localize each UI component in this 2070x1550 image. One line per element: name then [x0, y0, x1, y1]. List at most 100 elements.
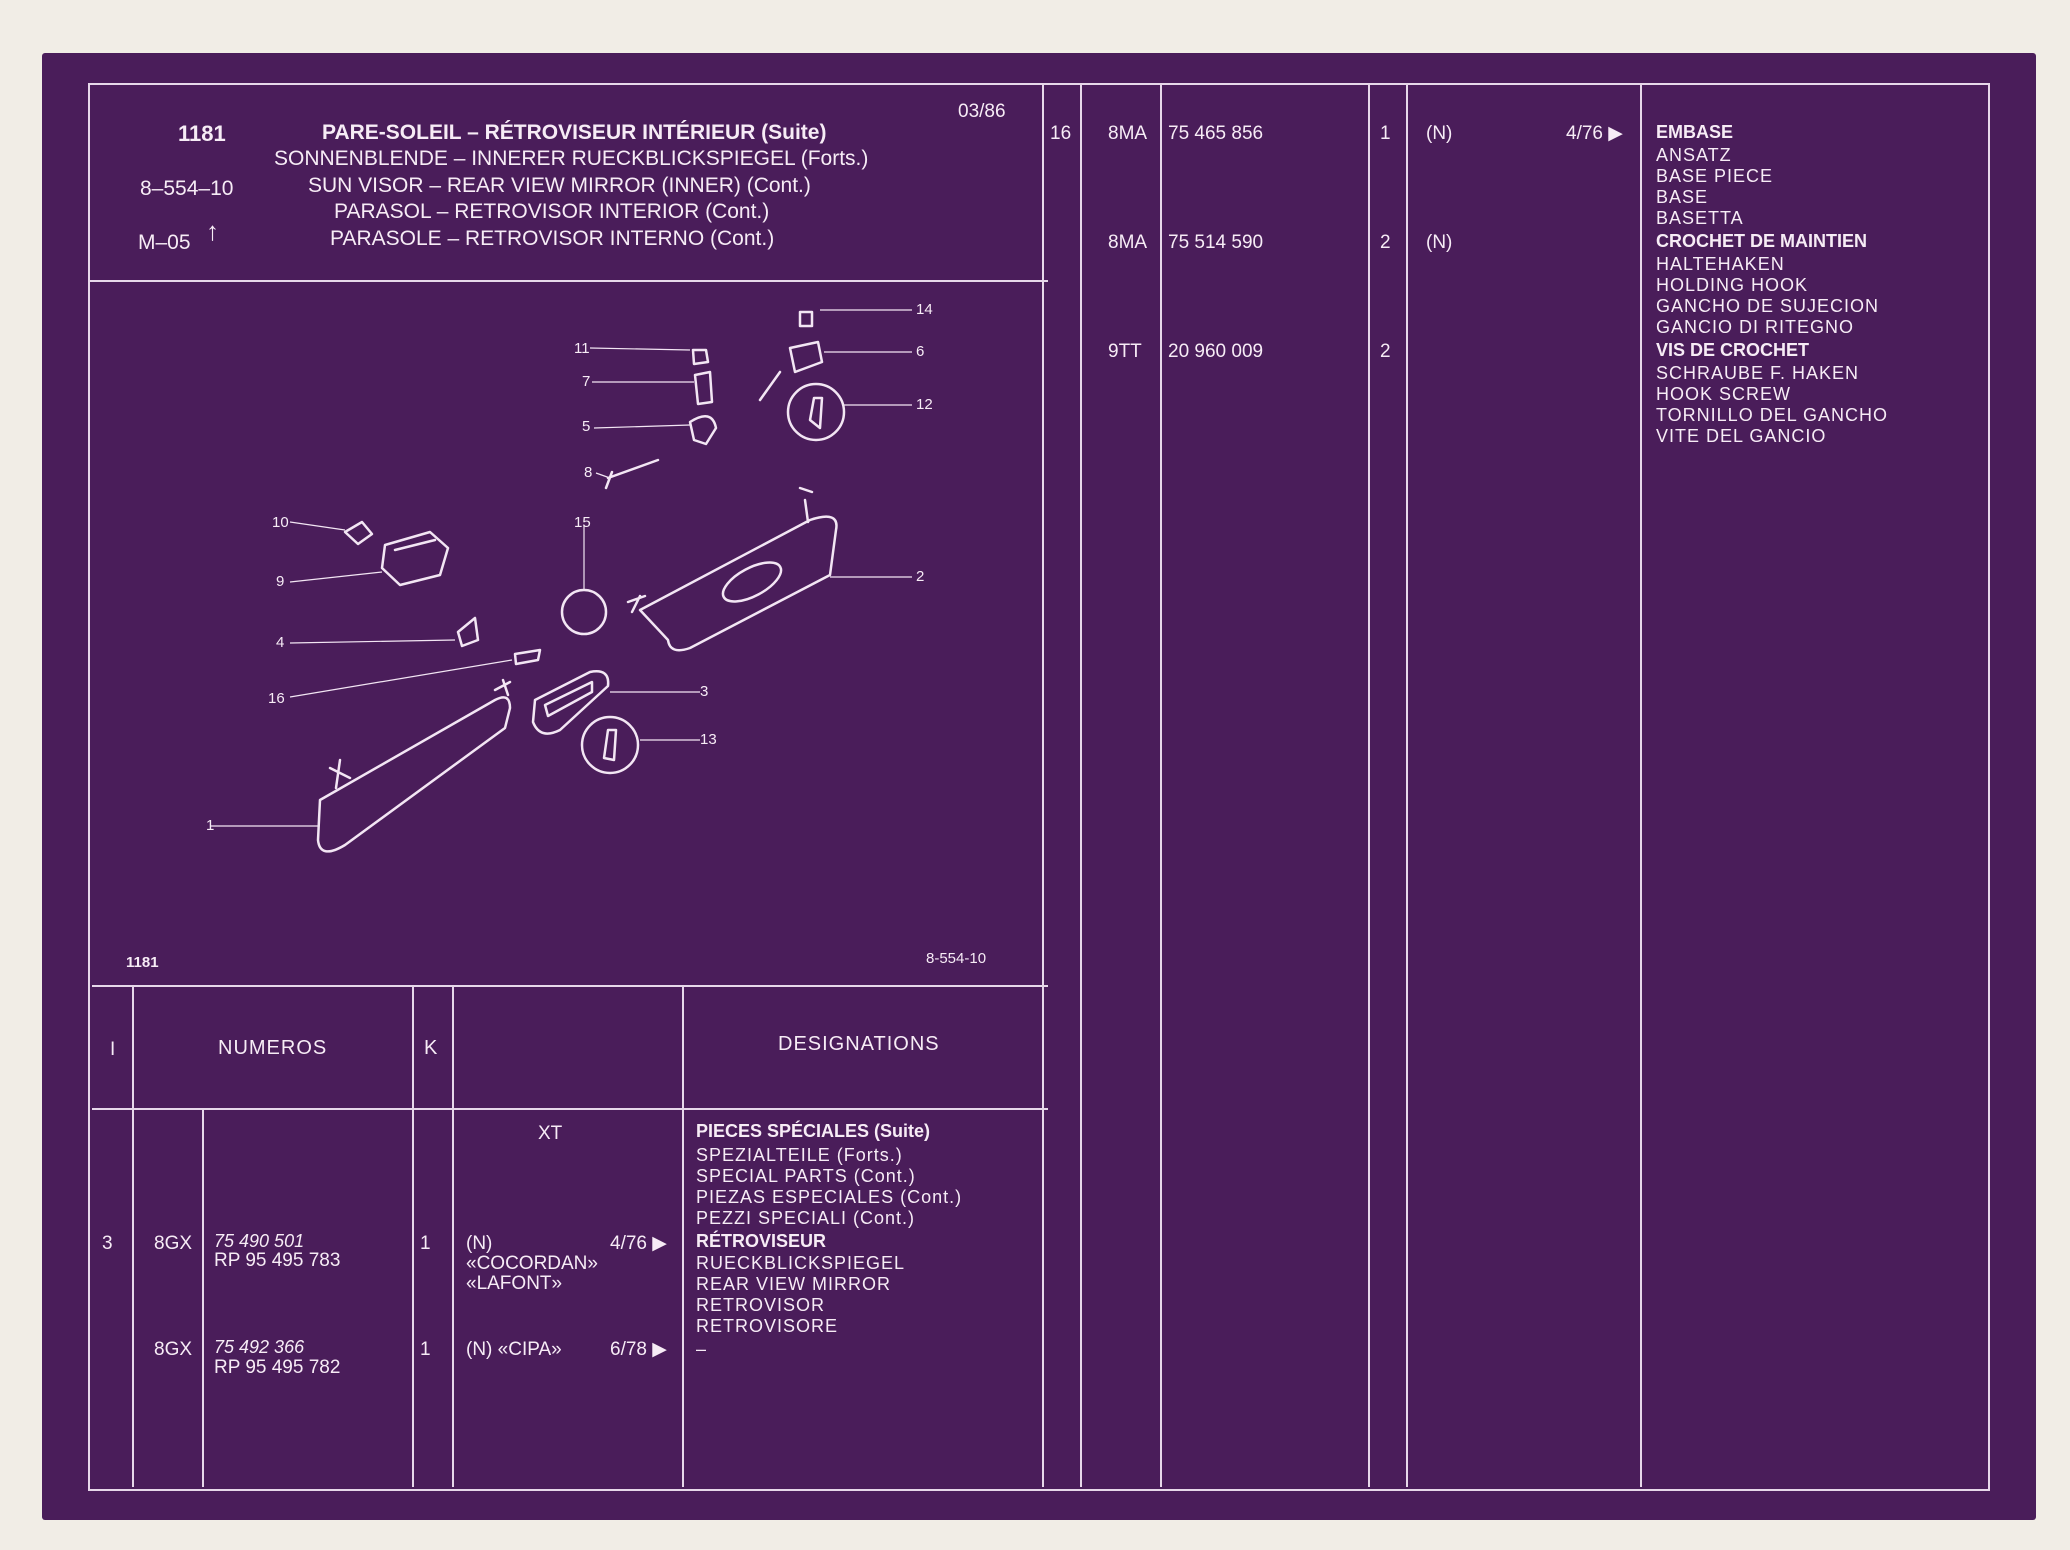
part-16 — [513, 648, 542, 666]
illustration-caption-left: 1181 — [126, 954, 159, 971]
callout-12: 12 — [916, 396, 933, 413]
part-11 — [691, 348, 710, 366]
callout-7: 7 — [582, 373, 591, 390]
illustration-caption-right: 8-554-10 — [926, 950, 987, 967]
section-title-it: PEZZI SPECIALI (Cont.) — [696, 1208, 916, 1228]
row2-rp: RP 95 495 782 — [214, 1357, 341, 1378]
row1-note-1: (N) — [466, 1233, 493, 1254]
left-col-desc — [682, 985, 684, 1487]
m-reference: M–05 — [138, 231, 191, 254]
rrow1-item: 16 — [1050, 123, 1072, 144]
rrow1-date: 4/76 ▶ — [1566, 123, 1623, 144]
row1-rp: RP 95 495 783 — [214, 1250, 341, 1271]
row1-number: 75 490 501 — [214, 1231, 305, 1251]
callout-1: 1 — [206, 817, 215, 834]
left-col-k-b — [452, 985, 454, 1487]
rrow3-desc-es: TORNILLO DEL GANCHO — [1656, 405, 1889, 425]
part-7 — [693, 370, 714, 406]
rrow3-qty: 2 — [1380, 341, 1391, 362]
row2-date: 6/78 ▶ — [610, 1339, 667, 1360]
title-fr: PARE-SOLEIL – RÉTROVISEUR INTÉRIEUR (Sui… — [322, 121, 827, 144]
col-header-i: I — [110, 1039, 116, 1060]
row1-desc-it: RETROVISORE — [696, 1316, 839, 1336]
microfiche-frame — [42, 53, 2036, 1520]
part-12-circle — [786, 382, 846, 442]
row1-note-3: «LAFONT» — [466, 1273, 563, 1294]
section-title-de: SPEZIALTEILE (Forts.) — [696, 1145, 903, 1165]
part-4 — [456, 616, 480, 648]
row1-code: 8GX — [154, 1233, 193, 1254]
group-number: 1181 — [178, 121, 226, 146]
col-header-k: K — [424, 1037, 438, 1059]
callout-2: 2 — [916, 568, 925, 585]
parts-sheet — [88, 83, 1990, 1491]
right-col-qty-a — [1368, 83, 1370, 1487]
reference-number: 8–554–10 — [140, 177, 234, 200]
rrow1-desc-fr: EMBASE — [1656, 122, 1734, 142]
rrow1-desc-es: BASE — [1656, 187, 1709, 207]
section-title-es: PIEZAS ESPECIALES (Cont.) — [696, 1187, 963, 1207]
right-col-code — [1160, 83, 1162, 1487]
row2-qty: 1 — [420, 1339, 431, 1360]
row1-note-2: «COCORDAN» — [466, 1253, 598, 1274]
rrow3-desc-de: SCHRAUBE F. HAKEN — [1656, 363, 1860, 383]
section-code: XT — [538, 1123, 563, 1144]
rrow2-desc-fr: CROCHET DE MAINTIEN — [1656, 231, 1867, 251]
row2-number: 75 492 366 — [214, 1337, 305, 1357]
rrow2-qty: 2 — [1380, 232, 1391, 253]
callout-16: 16 — [268, 690, 285, 707]
rrow3-desc-en: HOOK SCREW — [1656, 384, 1792, 404]
callout-6: 6 — [916, 343, 925, 360]
sun-visor-part-1 — [316, 696, 512, 853]
rrow3-number: 20 960 009 — [1168, 341, 1264, 362]
row1-date: 4/76 ▶ — [610, 1233, 667, 1254]
row1-desc-es: RETROVISOR — [696, 1295, 826, 1315]
title-en: SUN VISOR – REAR VIEW MIRROR (INNER) (Co… — [308, 174, 811, 197]
rrow2-number: 75 514 590 — [1168, 232, 1264, 253]
col-header-designations: DESIGNATIONS — [778, 1033, 940, 1055]
part-14 — [798, 310, 814, 328]
row1-desc-en: REAR VIEW MIRROR — [696, 1274, 892, 1294]
rrow2-note: (N) — [1426, 232, 1453, 253]
col-header-numeros: NUMEROS — [218, 1037, 328, 1059]
rrow1-desc-it: BASETTA — [1656, 208, 1744, 228]
illustration-divider — [92, 985, 1048, 987]
row2-code: 8GX — [154, 1339, 193, 1360]
rrow1-number: 75 465 856 — [1168, 123, 1264, 144]
rrow1-note: (N) — [1426, 123, 1453, 144]
title-de: SONNENBLENDE – INNERER RUECKBLICKSPIEGEL… — [274, 147, 869, 170]
callout-13: 13 — [700, 731, 717, 748]
edition-date: 03/86 — [958, 101, 1006, 122]
right-col-qty-b — [1406, 83, 1408, 1487]
rrow1-qty: 1 — [1380, 123, 1391, 144]
rrow2-desc-it: GANCIO DI RITEGNO — [1656, 317, 1855, 337]
left-col-i — [132, 985, 134, 1487]
section-title-fr: PIECES SPÉCIALES (Suite) — [696, 1121, 931, 1141]
callout-9: 9 — [276, 573, 285, 590]
header-divider — [88, 280, 1048, 282]
title-es: PARASOL – RETROVISOR INTERIOR (Cont.) — [334, 200, 770, 223]
rrow2-code: 8MA — [1108, 232, 1148, 253]
left-col-k-a — [412, 985, 414, 1487]
sun-visor-part-2 — [638, 515, 838, 652]
rrow3-desc-fr: VIS DE CROCHET — [1656, 340, 1810, 360]
left-col-code — [202, 1110, 204, 1487]
row1-desc-fr: RÉTROVISEUR — [696, 1231, 827, 1251]
right-col-desc — [1640, 83, 1642, 1487]
row2-note: (N) «CIPA» — [466, 1339, 562, 1360]
up-arrow-icon: ↑ — [206, 216, 219, 246]
part-13-circle — [580, 715, 640, 775]
callout-10: 10 — [272, 514, 289, 531]
part-8 — [604, 458, 660, 490]
rrow3-code: 9TT — [1108, 341, 1142, 362]
main-divider-a — [1042, 83, 1044, 1487]
callout-15: 15 — [574, 514, 591, 531]
row1-desc-de: RUECKBLICKSPIEGEL — [696, 1253, 906, 1273]
rrow1-desc-de: ANSATZ — [1656, 145, 1732, 165]
callout-8: 8 — [584, 464, 593, 481]
table-header-divider — [92, 1108, 1048, 1110]
part-15-circle — [560, 588, 608, 636]
part-9 — [380, 530, 450, 587]
main-divider-b — [1080, 83, 1082, 1487]
